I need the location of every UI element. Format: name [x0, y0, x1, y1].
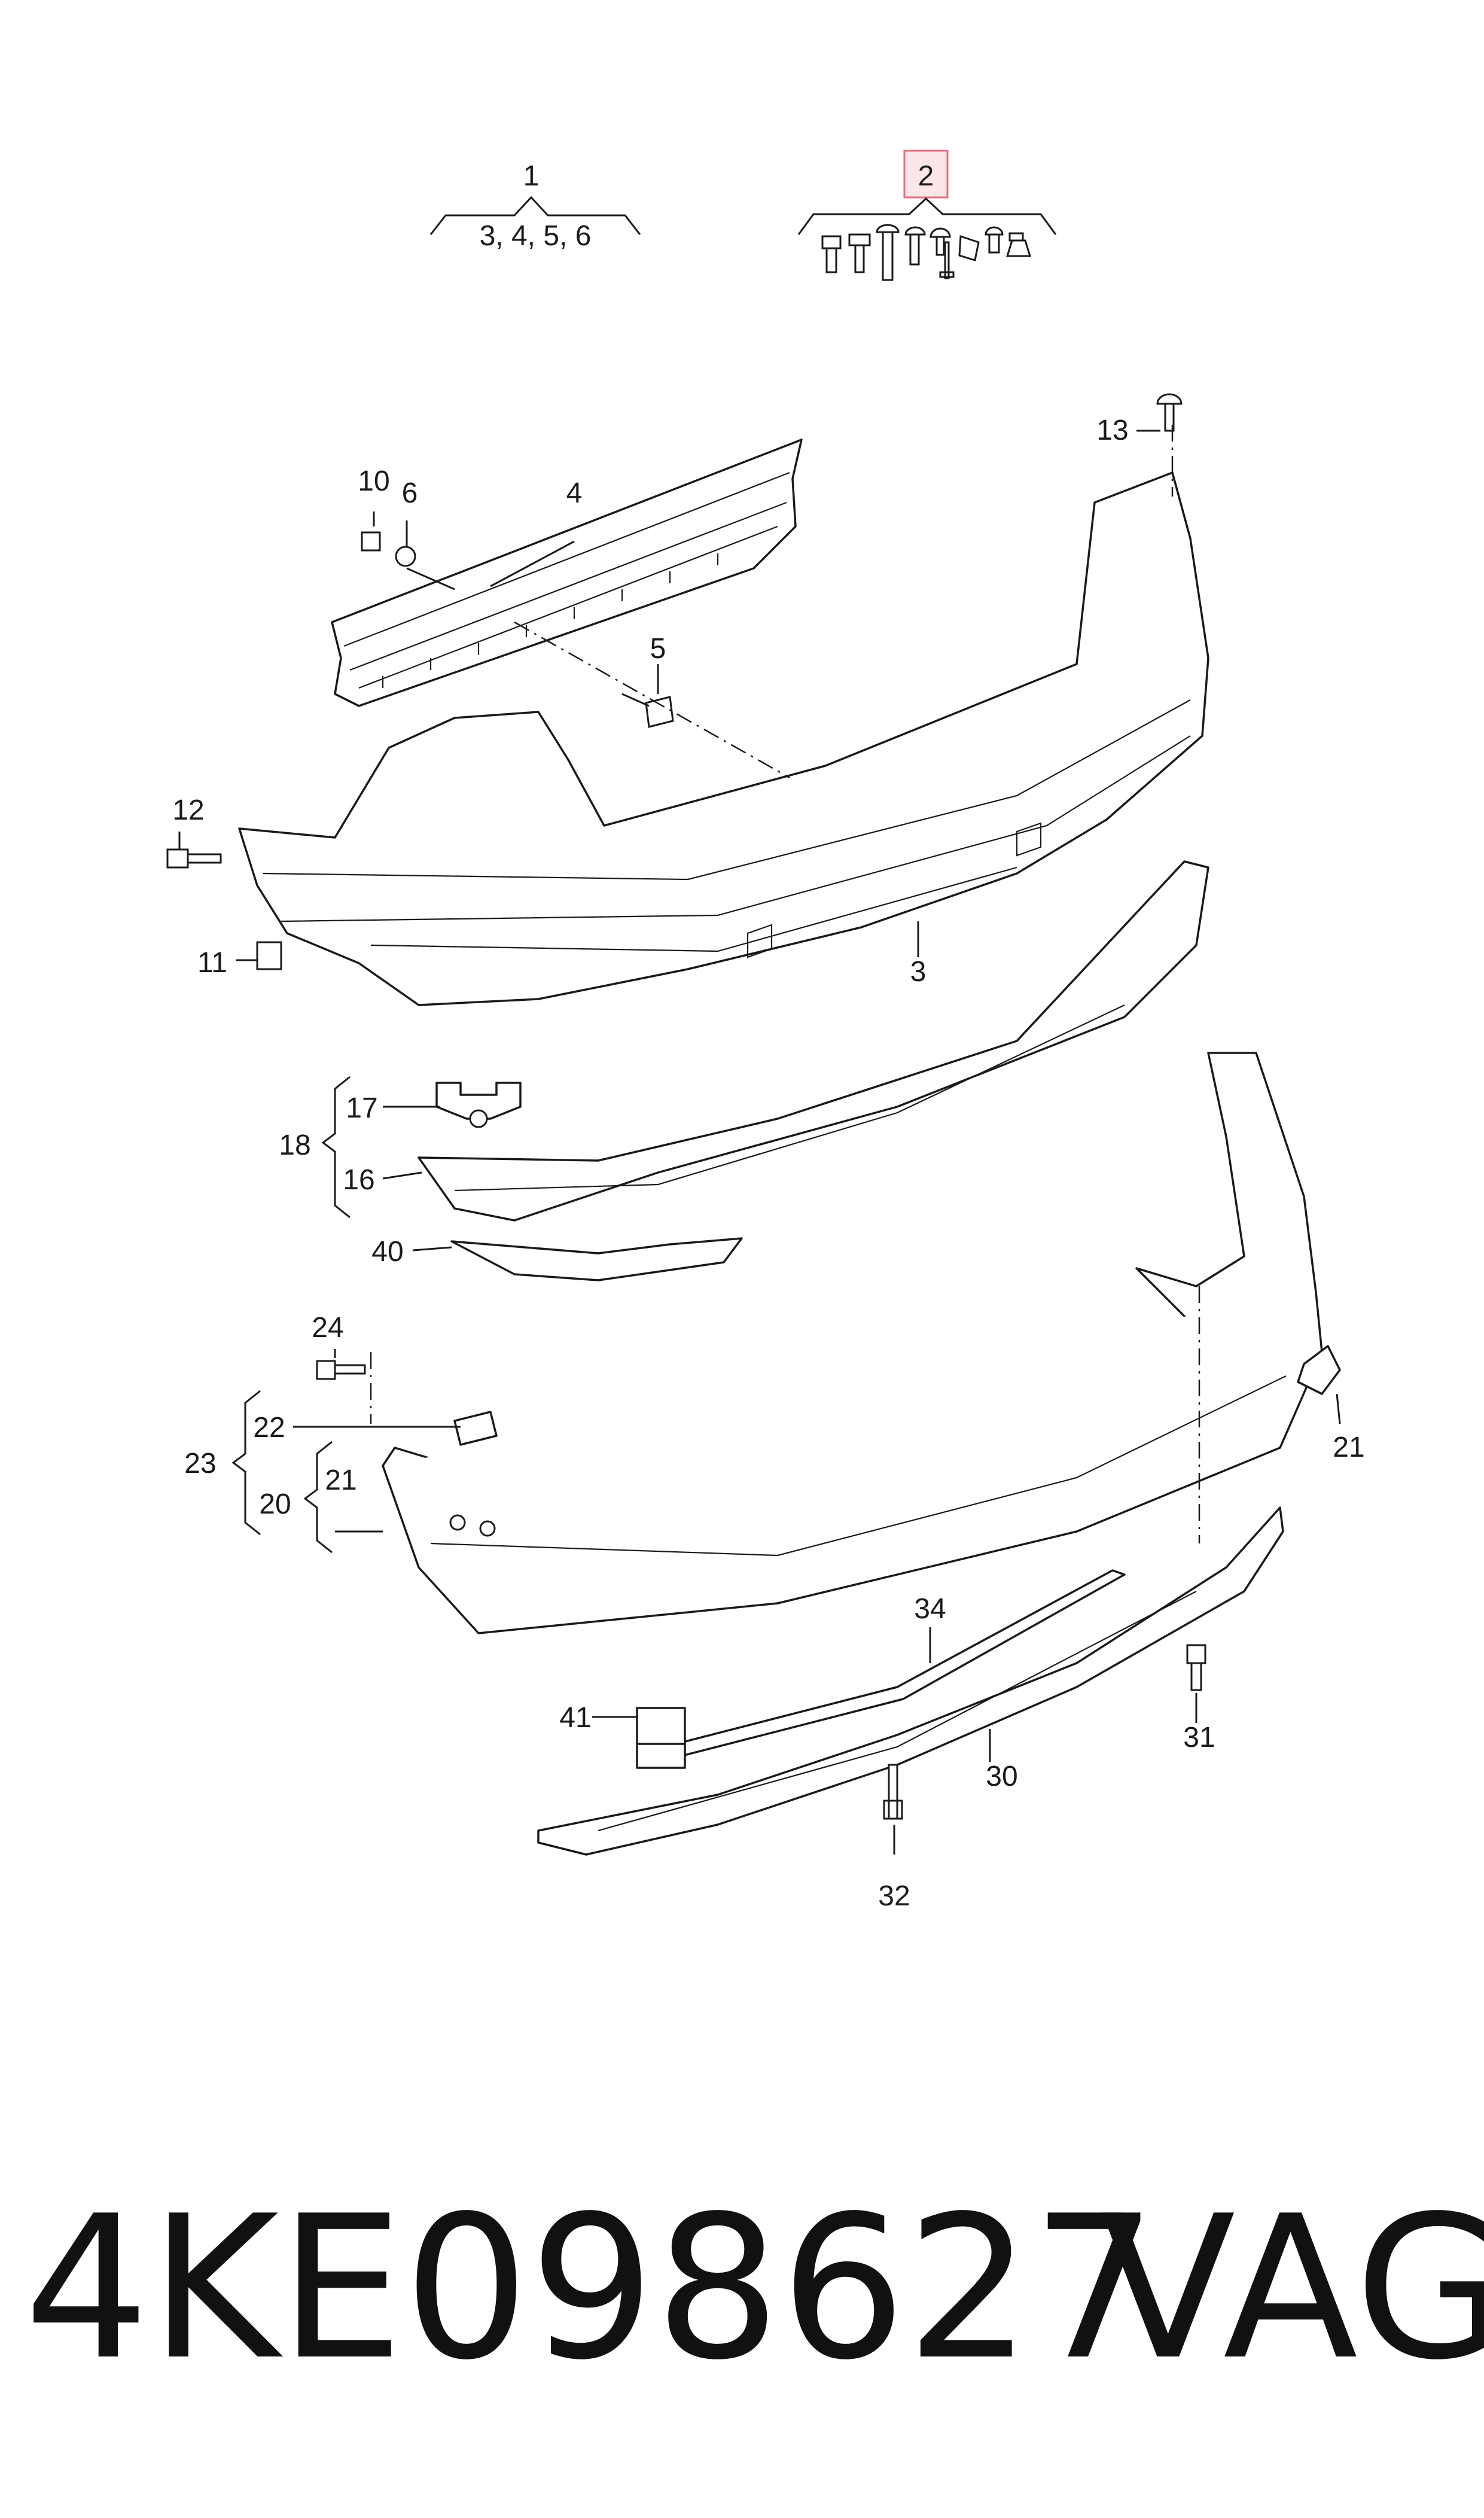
long-screw-icon [876, 224, 900, 281]
callout-17[interactable]: 17 [346, 1092, 377, 1124]
brace-18 [321, 1076, 351, 1219]
push-clip-icon [1005, 232, 1032, 257]
set-2-header: 2 [797, 150, 1057, 281]
part-31-bolt [1186, 1644, 1206, 1691]
callout-12[interactable]: 12 [172, 794, 204, 826]
callout-40[interactable]: 40 [371, 1236, 403, 1268]
part-10-nut [361, 531, 381, 552]
part-5-clip [621, 693, 674, 728]
callout-21-right[interactable]: 21 [1333, 1432, 1364, 1463]
part-30-diffuser [537, 1506, 1284, 1856]
callout-4[interactable]: 4 [566, 477, 583, 509]
callout-16[interactable]: 16 [343, 1164, 374, 1196]
part-13-screw [1156, 393, 1183, 432]
screw-icon [848, 233, 871, 273]
callout-10[interactable]: 10 [358, 465, 389, 497]
callout-41[interactable]: 41 [559, 1702, 591, 1734]
part-4-impact-absorber [331, 439, 803, 707]
pin-icon [939, 241, 955, 279]
rivet-icon [985, 226, 1004, 254]
callout-2[interactable]: 2 [918, 160, 934, 192]
part-24-screw [316, 1360, 366, 1380]
part-number-label: 4KE098627 [24, 2173, 1157, 2403]
part-11-nut [256, 941, 282, 970]
part-16-lower-guide [418, 860, 1209, 1222]
callout-24[interactable]: 24 [312, 1312, 343, 1344]
callout-6[interactable]: 6 [402, 477, 418, 509]
callout-22[interactable]: 22 [253, 1412, 285, 1444]
brand-label: VAG [1101, 2173, 1484, 2403]
part-40-trim-strip [450, 1237, 743, 1281]
callout-21-left[interactable]: 21 [325, 1464, 356, 1496]
callout-3[interactable]: 3 [910, 956, 927, 988]
screw-icon [904, 226, 926, 266]
callout-13[interactable]: 13 [1096, 415, 1128, 446]
callout-5[interactable]: 5 [650, 633, 666, 665]
callout-20[interactable]: 20 [259, 1488, 291, 1520]
callout-18[interactable]: 18 [279, 1129, 310, 1161]
bolt-icon [821, 235, 842, 273]
set-1-contents: 3, 4, 5, 6 [480, 220, 592, 252]
part-22-bracket [453, 1411, 498, 1446]
brace-23 [231, 1390, 261, 1536]
callout-31[interactable]: 31 [1183, 1722, 1215, 1753]
part-32-screw [883, 1764, 903, 1820]
part-12-bolt [166, 848, 222, 869]
small-hardware-icons [821, 224, 1032, 281]
part-3-bumper-cover [238, 471, 1209, 1006]
callout-11[interactable]: 11 [197, 947, 227, 979]
part-6-washer [395, 546, 416, 567]
part-41-connector [636, 1707, 686, 1769]
clip-icon [958, 235, 980, 261]
pan-screw-icon [930, 227, 951, 256]
part-20-lower-bumper [382, 1052, 1323, 1634]
part-17-guide-bracket [435, 1082, 522, 1128]
set-1-header: 1 3, 4, 5, 6 [429, 160, 641, 252]
callout-32[interactable]: 32 [878, 1880, 910, 1912]
parts-exploded-diagram: 1 3, 4, 5, 6 2 [166, 150, 1365, 1912]
callout-34[interactable]: 34 [914, 1593, 946, 1625]
callout-23[interactable]: 23 [184, 1448, 216, 1479]
brace-20 [303, 1441, 333, 1554]
callout-30[interactable]: 30 [986, 1761, 1017, 1792]
callout-1[interactable]: 1 [523, 160, 540, 192]
part-21-cover-cap [1297, 1345, 1341, 1395]
